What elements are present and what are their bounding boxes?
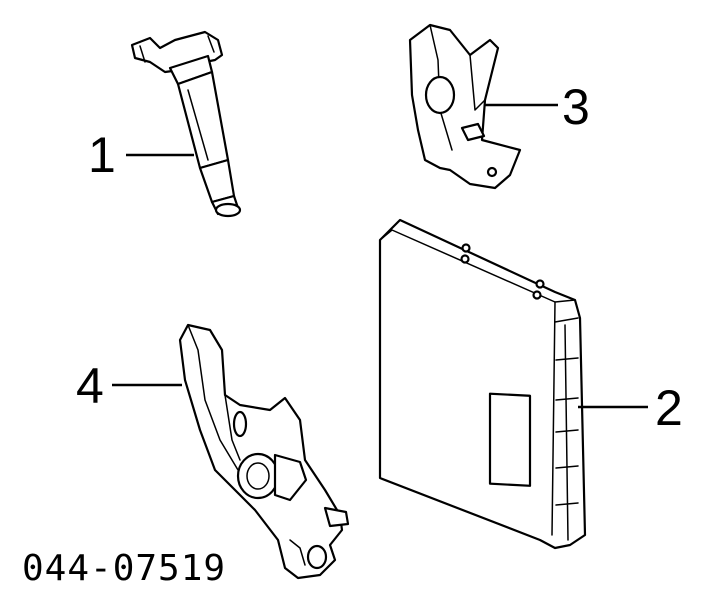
callout-4-label: 4 bbox=[76, 358, 104, 414]
lower-bracket bbox=[178, 323, 350, 580]
callout-3-label: 3 bbox=[562, 79, 590, 135]
callout-2-label: 2 bbox=[655, 380, 683, 436]
upper-bracket bbox=[408, 23, 522, 190]
callout-1-label: 1 bbox=[88, 127, 116, 183]
engine-control-module bbox=[378, 218, 587, 550]
ignition-coil bbox=[130, 30, 242, 218]
reference-code: 044-07519 bbox=[22, 548, 226, 589]
